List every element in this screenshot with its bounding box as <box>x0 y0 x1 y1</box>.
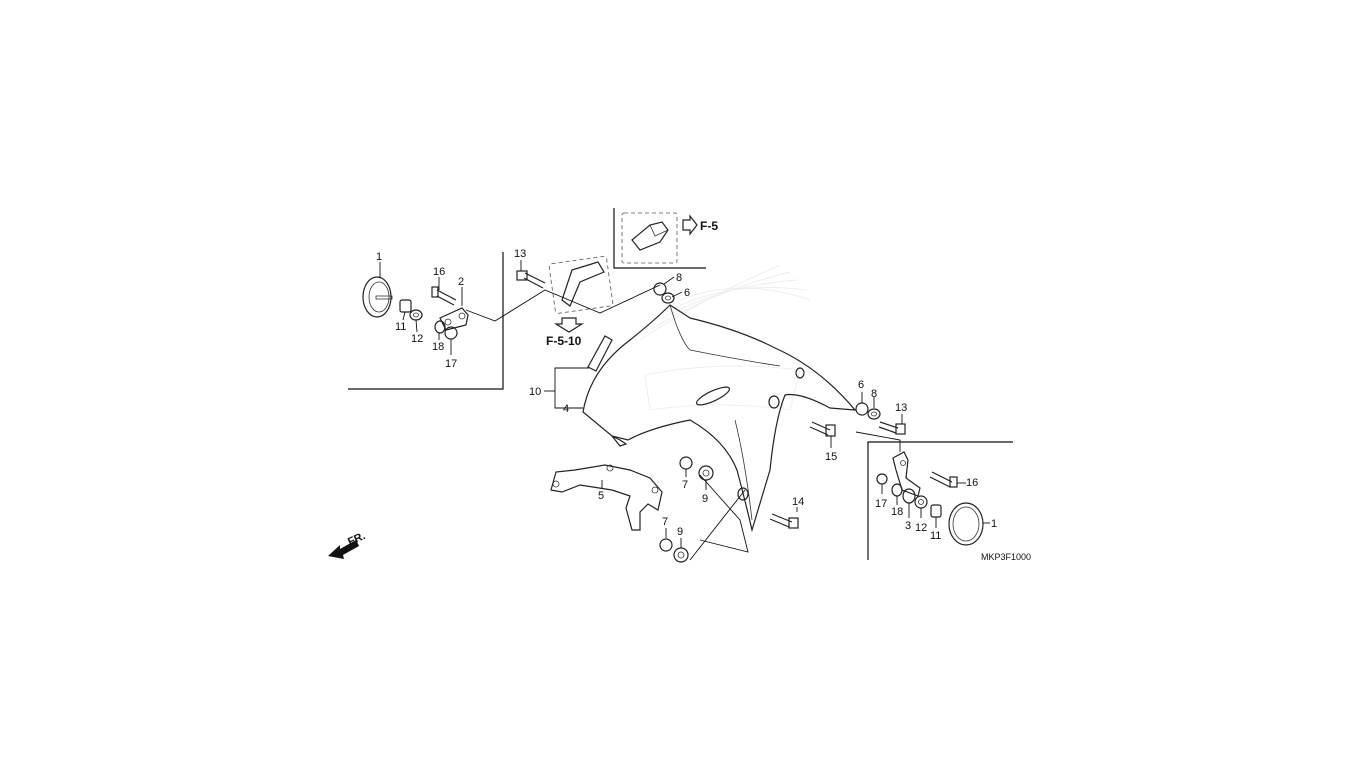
callout-9-lower: 9 <box>677 526 683 538</box>
decal-10 <box>587 335 613 372</box>
right-nut-11 <box>930 504 942 518</box>
callout-15: 15 <box>825 451 837 463</box>
callout-1-right: 1 <box>991 518 997 530</box>
callout-3: 3 <box>905 520 911 532</box>
callout-8-right: 8 <box>871 388 877 400</box>
callout-17-right: 17 <box>875 498 887 510</box>
callout-13-left: 13 <box>514 248 526 260</box>
collar-8-top <box>653 282 667 296</box>
callout-4: 4 <box>563 403 569 415</box>
washer-6-right <box>855 402 869 416</box>
right-bolt-16 <box>929 471 958 488</box>
right-reflector <box>948 502 984 546</box>
callout-8-top: 8 <box>676 272 682 284</box>
leader-lines <box>379 260 990 561</box>
callout-2: 2 <box>458 276 464 288</box>
collar-7-upper <box>679 456 693 470</box>
bolt-13-left <box>516 270 546 289</box>
callout-17-left: 17 <box>445 358 457 370</box>
callout-12-left: 12 <box>411 333 423 345</box>
grommet-9-upper <box>698 465 714 481</box>
callout-13-right: 13 <box>895 402 907 414</box>
left-washer-12 <box>409 309 423 321</box>
collar-8-right <box>867 408 881 420</box>
left-reflector <box>362 276 393 318</box>
left-nut-11 <box>399 299 412 313</box>
left-detail-frame <box>348 252 504 390</box>
right-reflector-bracket <box>892 451 921 497</box>
inset-clamp <box>631 221 669 251</box>
right-washer-18 <box>891 483 903 497</box>
ref-arrow-top <box>682 214 698 236</box>
top-inset-frame <box>613 208 706 269</box>
hose-clamp-bracket <box>548 256 614 314</box>
watermark-wing-logo <box>639 264 811 411</box>
ref-label-top: F-5 <box>700 219 718 233</box>
callout-10: 10 <box>529 386 541 398</box>
left-reflector-bracket <box>439 307 469 331</box>
callout-7-upper: 7 <box>682 479 688 491</box>
callout-18-left: 18 <box>432 341 444 353</box>
callout-6-right: 6 <box>858 379 864 391</box>
grommet-9-lower <box>673 547 689 563</box>
callout-5: 5 <box>598 490 604 502</box>
callout-12-right: 12 <box>915 522 927 534</box>
right-washer-12 <box>914 495 928 509</box>
ref-label-middle: F-5-10 <box>546 334 582 348</box>
callout-1-left: 1 <box>376 251 382 263</box>
front-direction-arrow <box>328 540 359 559</box>
callout-18-right: 18 <box>891 506 903 518</box>
callout-11-left: 11 <box>395 321 406 333</box>
front-fender <box>582 304 857 533</box>
fender-stay-5 <box>550 464 663 531</box>
callout-6-top: 6 <box>684 287 690 299</box>
callout-14: 14 <box>792 496 804 508</box>
bolt-13-right <box>878 421 906 435</box>
right-nut-17 <box>876 473 888 485</box>
right-washer-3 <box>902 488 916 504</box>
right-detail-frame <box>867 441 1013 560</box>
diagram-code: MKP3F1000 <box>981 552 1031 562</box>
callout-11-right: 11 <box>930 530 941 542</box>
left-washer-18 <box>434 320 446 334</box>
bolt-14 <box>769 513 799 529</box>
direction-label: FR. <box>346 530 367 548</box>
washer-6-top <box>661 292 675 304</box>
callout-16-right: 16 <box>966 477 978 489</box>
callout-7-lower: 7 <box>662 516 668 528</box>
ref-arrow-middle <box>553 317 585 333</box>
collar-7-lower <box>659 538 673 552</box>
left-bolt-16 <box>431 286 457 306</box>
bolt-15 <box>809 421 836 437</box>
callout-9-upper: 9 <box>702 493 708 505</box>
callout-16-left: 16 <box>433 266 445 278</box>
